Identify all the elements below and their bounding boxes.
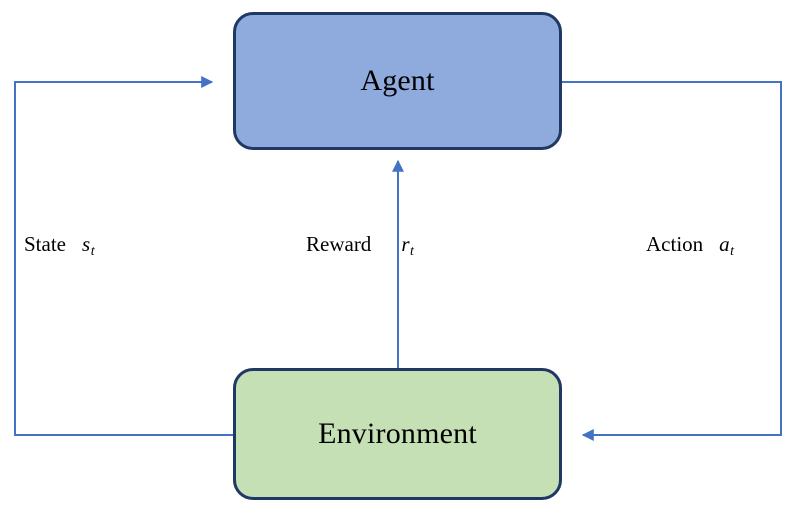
- action-edge-label: Action a t: [646, 232, 734, 259]
- action-edge-label-text: Action: [646, 232, 704, 256]
- reward-edge-label-text: Reward: [306, 232, 372, 256]
- reward-symbol-subscript: t: [410, 244, 414, 259]
- agent-node-label: Agent: [360, 64, 435, 97]
- action-symbol: a: [719, 232, 730, 256]
- agent-node[interactable]: Agent: [233, 12, 562, 150]
- state-edge-path: [14, 76, 233, 436]
- state-symbol: s: [82, 232, 91, 256]
- environment-node[interactable]: Environment: [233, 368, 562, 500]
- state-edge-label-text: State: [24, 232, 66, 256]
- environment-node-label: Environment: [318, 417, 477, 450]
- reward-edge-label: Reward r t: [306, 232, 414, 259]
- state-edge-label: State s t: [24, 232, 95, 259]
- state-symbol-subscript: t: [90, 244, 95, 259]
- action-edge-path: [562, 81, 782, 441]
- reward-symbol: r: [401, 232, 410, 256]
- action-symbol-subscript: t: [730, 244, 735, 259]
